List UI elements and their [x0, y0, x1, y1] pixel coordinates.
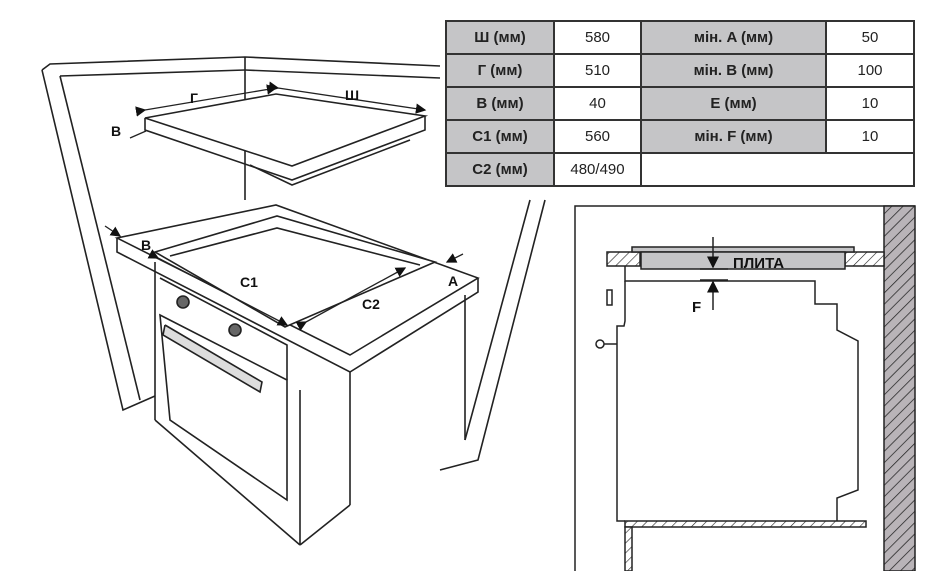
label-f: F	[692, 299, 701, 316]
cell-value: 40	[553, 86, 642, 121]
table-row: C1 (мм) 560 мін. F (мм) 10	[445, 119, 915, 154]
cell-value: 50	[825, 20, 915, 55]
shelf	[624, 520, 867, 528]
label-c1: C1	[240, 274, 258, 290]
cross-section	[574, 205, 916, 571]
cell-label: мін. B (мм)	[640, 53, 827, 88]
oven	[159, 277, 288, 502]
countertop-left	[606, 251, 641, 267]
label-c2: C2	[362, 296, 380, 312]
label-b: B	[141, 237, 151, 253]
knob	[606, 289, 613, 306]
dimensions-table: Ш (мм) 580 мін. A (мм) 50 Г (мм) 510 мін…	[445, 20, 915, 187]
cell-value: 580	[553, 20, 642, 55]
cell-label: E (мм)	[640, 86, 827, 121]
countertop-right	[844, 251, 885, 267]
table-row: Г (мм) 510 мін. B (мм) 100	[445, 53, 915, 88]
cell-label: В (мм)	[445, 86, 555, 121]
empty-cell	[640, 152, 915, 187]
table-row: C2 (мм) 480/490	[445, 152, 915, 187]
floating-hob	[144, 93, 429, 186]
cell-value: 480/490	[553, 152, 642, 187]
label-a: A	[448, 273, 458, 289]
cell-label: мін. A (мм)	[640, 20, 827, 55]
dimension-lines	[104, 81, 464, 331]
side-panel	[624, 526, 633, 571]
cell-label: Г (мм)	[445, 53, 555, 88]
countertop	[114, 204, 480, 373]
wall-section	[883, 205, 916, 571]
handle	[595, 339, 605, 349]
hob-body	[640, 251, 846, 270]
table-row: Ш (мм) 580 мін. A (мм) 50	[445, 20, 915, 55]
table-row: В (мм) 40 E (мм) 10	[445, 86, 915, 121]
cell-value: 560	[553, 119, 642, 154]
cell-value: 510	[553, 53, 642, 88]
cell-label: C1 (мм)	[445, 119, 555, 154]
isometric-view	[41, 56, 546, 546]
cell-label: мін. F (мм)	[640, 119, 827, 154]
cell-label: Ш (мм)	[445, 20, 555, 55]
label-hob: ПЛИТА	[733, 255, 784, 272]
label-height: В	[111, 123, 121, 139]
cell-value: 100	[825, 53, 915, 88]
cell-label: C2 (мм)	[445, 152, 555, 187]
label-depth: Г	[190, 90, 198, 106]
cell-value: 10	[825, 86, 915, 121]
cell-value: 10	[825, 119, 915, 154]
label-width: Ш	[345, 87, 359, 103]
